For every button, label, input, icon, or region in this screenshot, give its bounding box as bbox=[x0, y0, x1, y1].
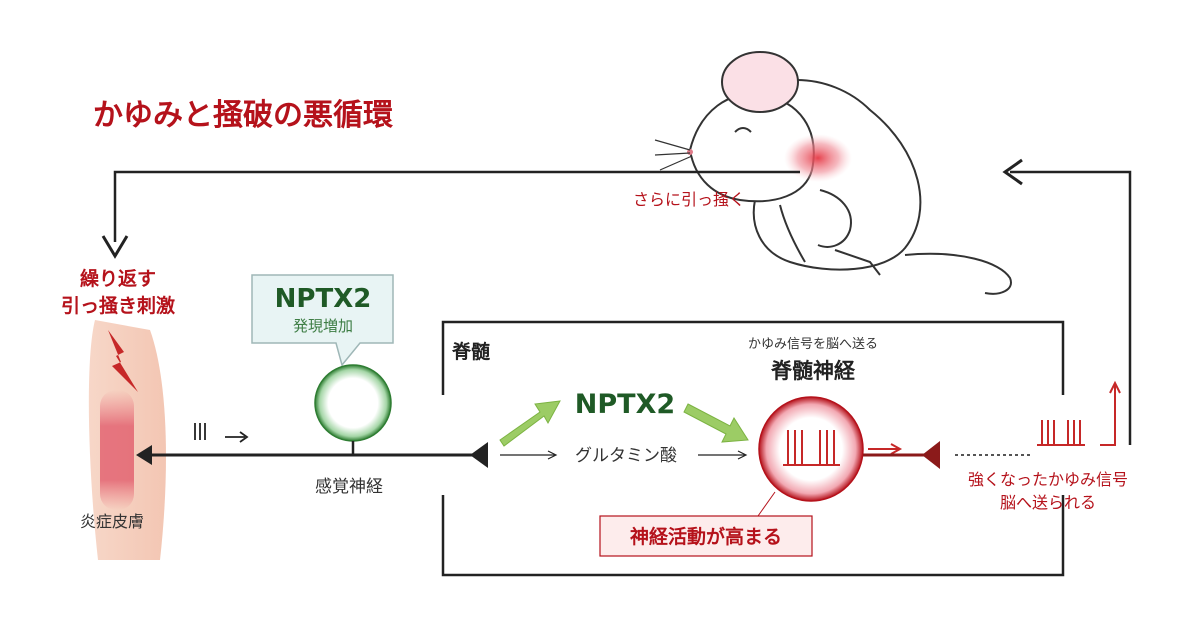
skin-illustration bbox=[88, 320, 166, 560]
itch-spot bbox=[784, 134, 852, 182]
spinal-neuron-cell bbox=[758, 396, 864, 502]
sensory-neuron-cell bbox=[314, 364, 392, 442]
label-signal-line1: 強くなったかゆみ信号 bbox=[968, 470, 1128, 489]
label-sensory-nerve: 感覚神経 bbox=[315, 477, 383, 497]
nptx2-callout bbox=[251, 274, 394, 367]
loop-arrow-right bbox=[1010, 170, 1132, 445]
loop-arrowhead-left bbox=[1002, 158, 1023, 186]
label-spinal-neuron-caption: かゆみ信号を脳へ送る bbox=[748, 337, 878, 352]
label-scratch-more: さらに引っ掻く bbox=[633, 190, 745, 209]
loop-arrowhead-down bbox=[101, 235, 129, 259]
label-repeat-line1: 繰り返す bbox=[80, 267, 156, 290]
spinal-box-bottom bbox=[441, 495, 1065, 577]
spike-train-brain bbox=[1037, 380, 1121, 446]
spike-train-neuron bbox=[783, 430, 840, 466]
nerve-terminal-skin bbox=[136, 445, 152, 465]
label-repeat-line2: 引っ掻き刺激 bbox=[61, 294, 175, 317]
green-arrow-down bbox=[683, 403, 749, 443]
spinal-axon-terminal bbox=[922, 441, 940, 469]
nerve-terminal-spinal bbox=[470, 442, 488, 468]
activity-callout-pointer bbox=[757, 491, 776, 517]
label-spinal-cord: 脊髄 bbox=[451, 340, 490, 363]
green-arrow-up bbox=[499, 400, 561, 447]
label-skin: 炎症皮膚 bbox=[80, 512, 144, 531]
flow-nptx2: NPTX2 bbox=[575, 389, 675, 420]
callout-nptx2-title: NPTX2 bbox=[275, 284, 372, 314]
callout-nptx2-sub: 発現増加 bbox=[293, 317, 353, 335]
activity-callout-box bbox=[599, 515, 813, 557]
diagram-title: かゆみと掻破の悪循環 bbox=[93, 98, 394, 133]
lightning-icon bbox=[108, 330, 138, 392]
label-signal-line2: 脳へ送られる bbox=[1000, 493, 1096, 512]
spinal-box-top bbox=[441, 320, 1065, 395]
label-glutamate: グルタミン酸 bbox=[575, 446, 677, 466]
loop-arrow-left bbox=[113, 170, 800, 242]
label-activity-up: 神経活動が高まる bbox=[630, 525, 782, 548]
label-spinal-neuron: 脊髄神経 bbox=[770, 359, 856, 383]
spike-symbol bbox=[194, 423, 249, 443]
